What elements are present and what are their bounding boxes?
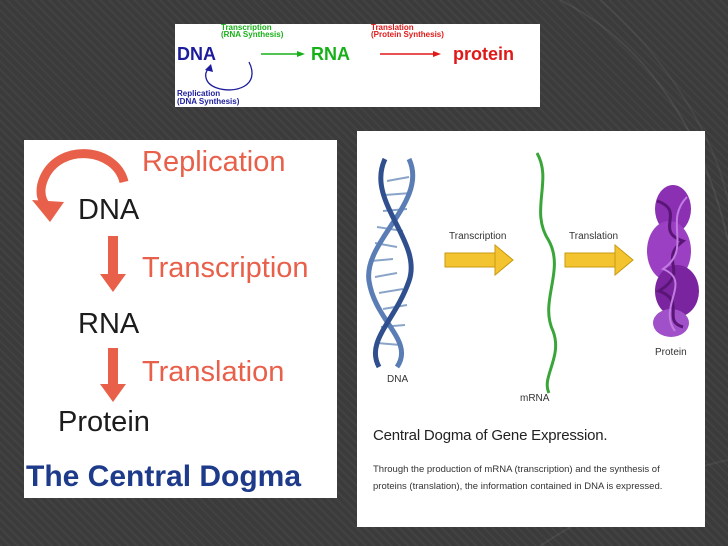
rna-to-protein-arrowhead bbox=[433, 51, 441, 57]
right-mrna-label: mRNA bbox=[520, 393, 550, 404]
top-central-dogma-diagram: Transcription (RNA Synthesis) Translatio… bbox=[175, 24, 540, 107]
replication-arrowhead bbox=[32, 200, 64, 222]
dna-double-helix-icon bbox=[366, 157, 416, 369]
left-replication-label: Replication bbox=[142, 146, 286, 178]
top-dna-label: DNA bbox=[177, 44, 216, 64]
replication-loop-arrow bbox=[205, 61, 253, 91]
translation-sub-caption: (Protein Synthesis) bbox=[371, 30, 444, 39]
left-protein-label: Protein bbox=[58, 406, 150, 438]
left-panel-arrows bbox=[32, 149, 129, 402]
rna-to-protein-arrowhead bbox=[100, 384, 126, 402]
translation-caption: Translation bbox=[371, 24, 414, 32]
dna-to-rna-arrowhead bbox=[100, 274, 126, 292]
left-central-dogma-panel: Replication DNA Transcription RNA Transl… bbox=[24, 140, 337, 498]
protein-molecule-icon bbox=[647, 185, 699, 337]
transcription-sub-caption: (RNA Synthesis) bbox=[221, 30, 284, 39]
gene-expression-illustration bbox=[366, 152, 699, 394]
transcription-arrow bbox=[444, 243, 514, 277]
rna-to-protein-down-arrow bbox=[108, 348, 118, 386]
left-rna-label: RNA bbox=[78, 308, 140, 340]
central-dogma-title: The Central Dogma bbox=[26, 460, 302, 493]
translation-arrow bbox=[564, 243, 634, 277]
caption-body: Through the production of mRNA (transcri… bbox=[373, 464, 663, 492]
right-translation-label: Translation bbox=[569, 231, 619, 242]
right-gene-expression-panel: Transcription Translation DNA mRNA Prote… bbox=[357, 131, 705, 527]
top-diagram-arrows bbox=[205, 51, 441, 91]
right-dna-label: DNA bbox=[387, 374, 409, 385]
dna-to-rna-arrowhead bbox=[297, 51, 305, 57]
replication-sub-caption: (DNA Synthesis) bbox=[177, 97, 240, 106]
transcription-caption: Transcription bbox=[221, 24, 272, 32]
right-protein-label: Protein bbox=[655, 347, 687, 358]
replication-caption: Replication bbox=[177, 89, 221, 98]
top-rna-label: RNA bbox=[311, 44, 350, 64]
replication-loop-arrowhead bbox=[205, 64, 213, 72]
left-dna-label: DNA bbox=[78, 194, 140, 226]
top-protein-label: protein bbox=[453, 44, 514, 64]
left-translation-label: Translation bbox=[142, 356, 285, 388]
dna-to-rna-down-arrow bbox=[108, 236, 118, 276]
replication-curved-arrow bbox=[36, 149, 129, 212]
left-transcription-label: Transcription bbox=[142, 252, 309, 284]
mrna-strand-icon bbox=[535, 152, 558, 394]
caption-title: Central Dogma of Gene Expression. bbox=[373, 427, 608, 444]
right-transcription-label: Transcription bbox=[449, 231, 507, 242]
